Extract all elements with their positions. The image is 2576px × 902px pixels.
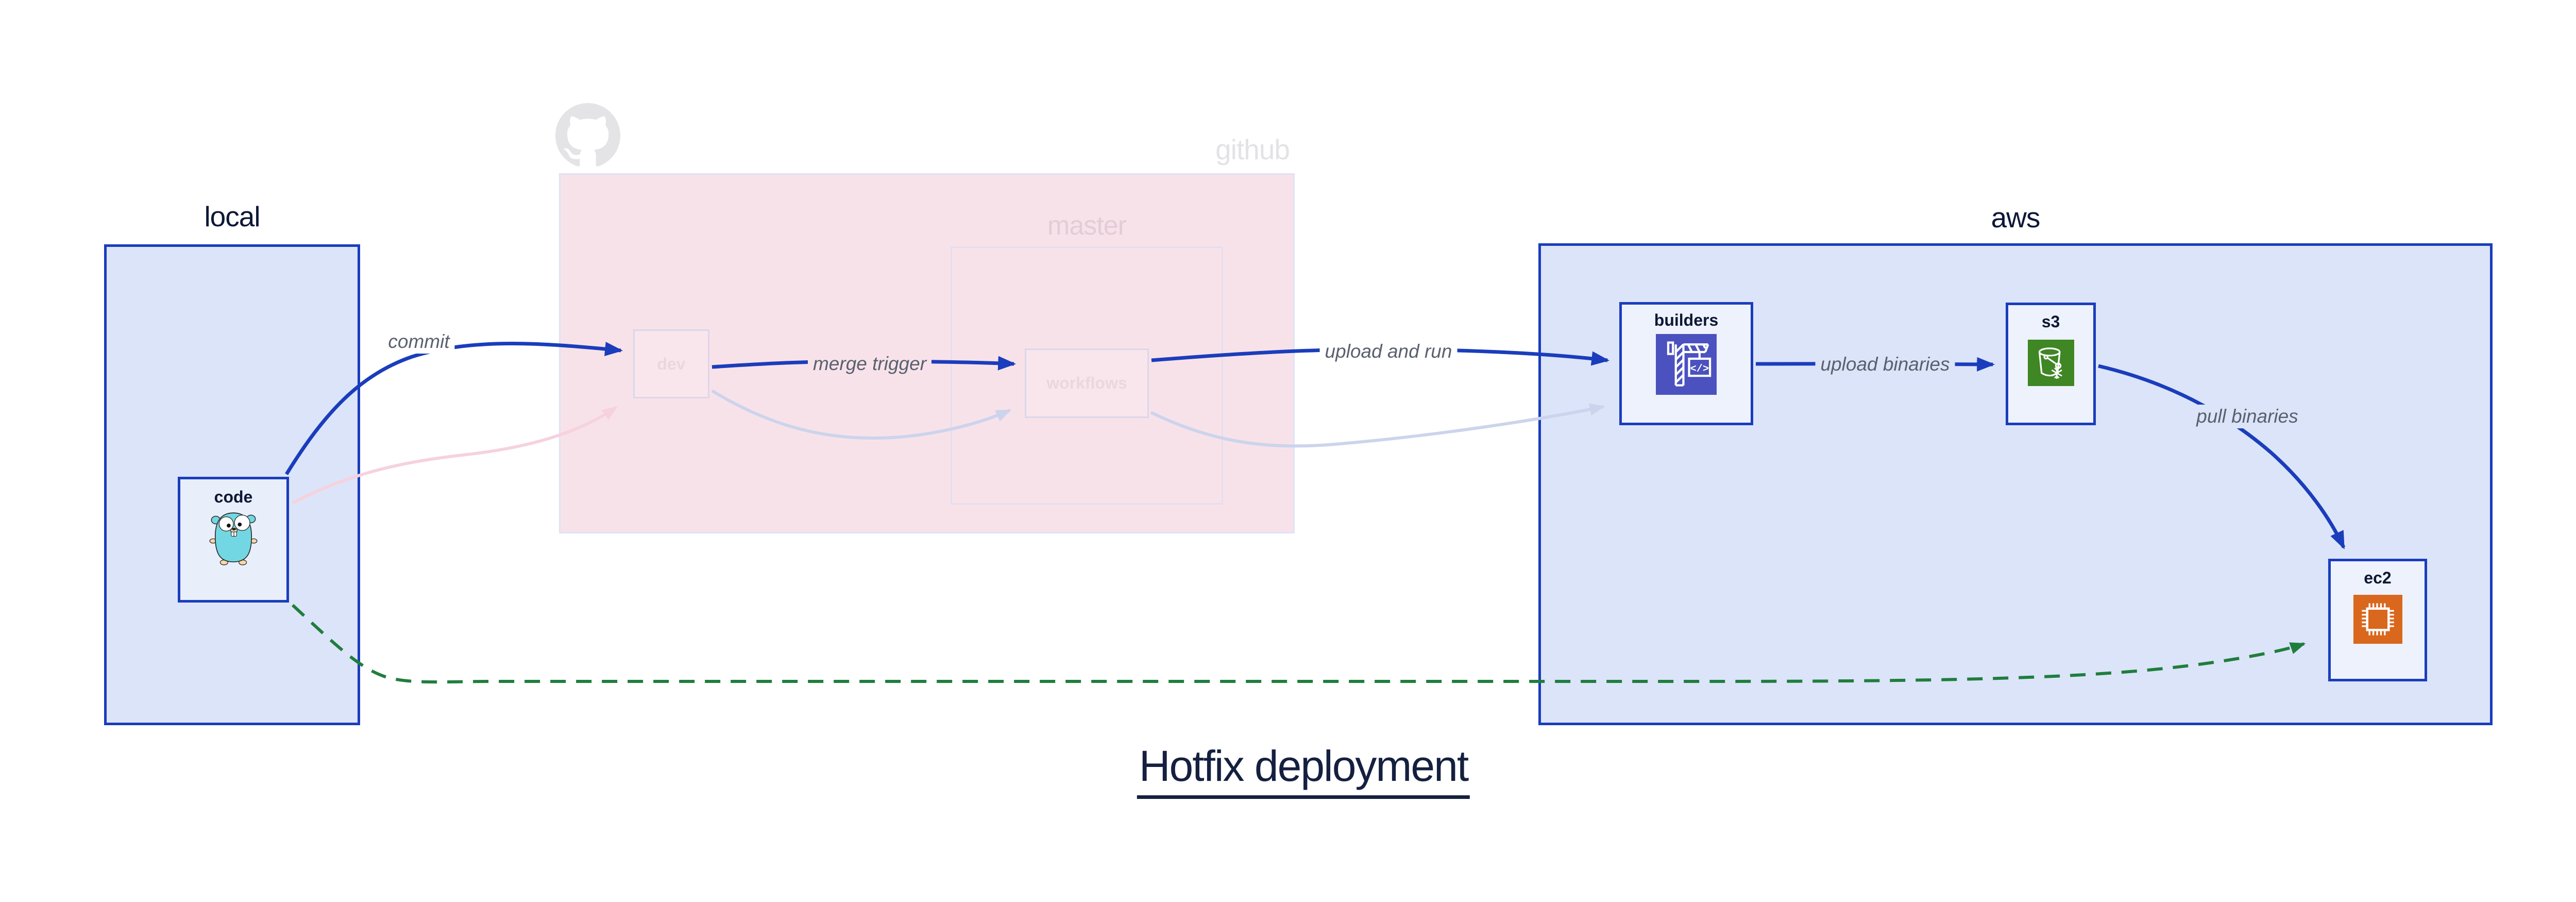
- edge-workflows-builders-faded: [1150, 403, 1605, 448]
- aws-region-label: aws: [1991, 202, 2041, 233]
- node-s3-label: s3: [2041, 312, 2060, 331]
- node-builders-label: builders: [1654, 311, 1719, 329]
- aws-s3-bucket-snowflake-icon: [2027, 340, 2074, 386]
- edge-label-pull-binaries: pull binaries: [2191, 405, 2303, 428]
- node-workflows-label: workflows: [1046, 374, 1127, 392]
- go-gopher-icon: [209, 512, 258, 565]
- node-ec2: ec2: [2328, 559, 2427, 681]
- codebuild-code-glyph: </>: [1690, 363, 1709, 375]
- node-code-label: code: [214, 488, 253, 506]
- edge-commit: [285, 342, 623, 475]
- node-workflows: workflows: [1025, 348, 1149, 418]
- edge-label-merge-trigger: merge trigger: [807, 352, 932, 376]
- edge-code-dev-faded: [292, 406, 618, 505]
- github-octocat-icon: [555, 103, 620, 166]
- node-s3: s3: [2006, 303, 2096, 425]
- aws-codebuild-crane-icon: </>: [1656, 334, 1717, 395]
- node-dev: dev: [633, 329, 709, 398]
- node-builders: builders </>: [1619, 302, 1753, 425]
- edge-label-commit: commit: [383, 330, 455, 354]
- node-code: code: [178, 477, 289, 603]
- aws-ec2-chip-icon: [2353, 595, 2402, 644]
- node-ec2-label: ec2: [2364, 569, 2392, 587]
- edge-dev-workflows-faded: [711, 389, 1012, 440]
- edge-label-upload-and-run: upload and run: [1319, 340, 1458, 363]
- diagram-title: Hotfix deployment: [1137, 741, 1470, 799]
- master-branch-label: master: [1047, 211, 1127, 241]
- edge-hotfix-dashed: [291, 604, 2306, 684]
- edge-label-upload-binaries: upload binaries: [1815, 353, 1955, 376]
- edge-pull-binaries: [2098, 364, 2346, 549]
- master-branch-box: [951, 246, 1223, 505]
- node-dev-label: dev: [657, 354, 686, 373]
- local-region-label: local: [204, 201, 260, 232]
- github-region-label: github: [1215, 133, 1290, 165]
